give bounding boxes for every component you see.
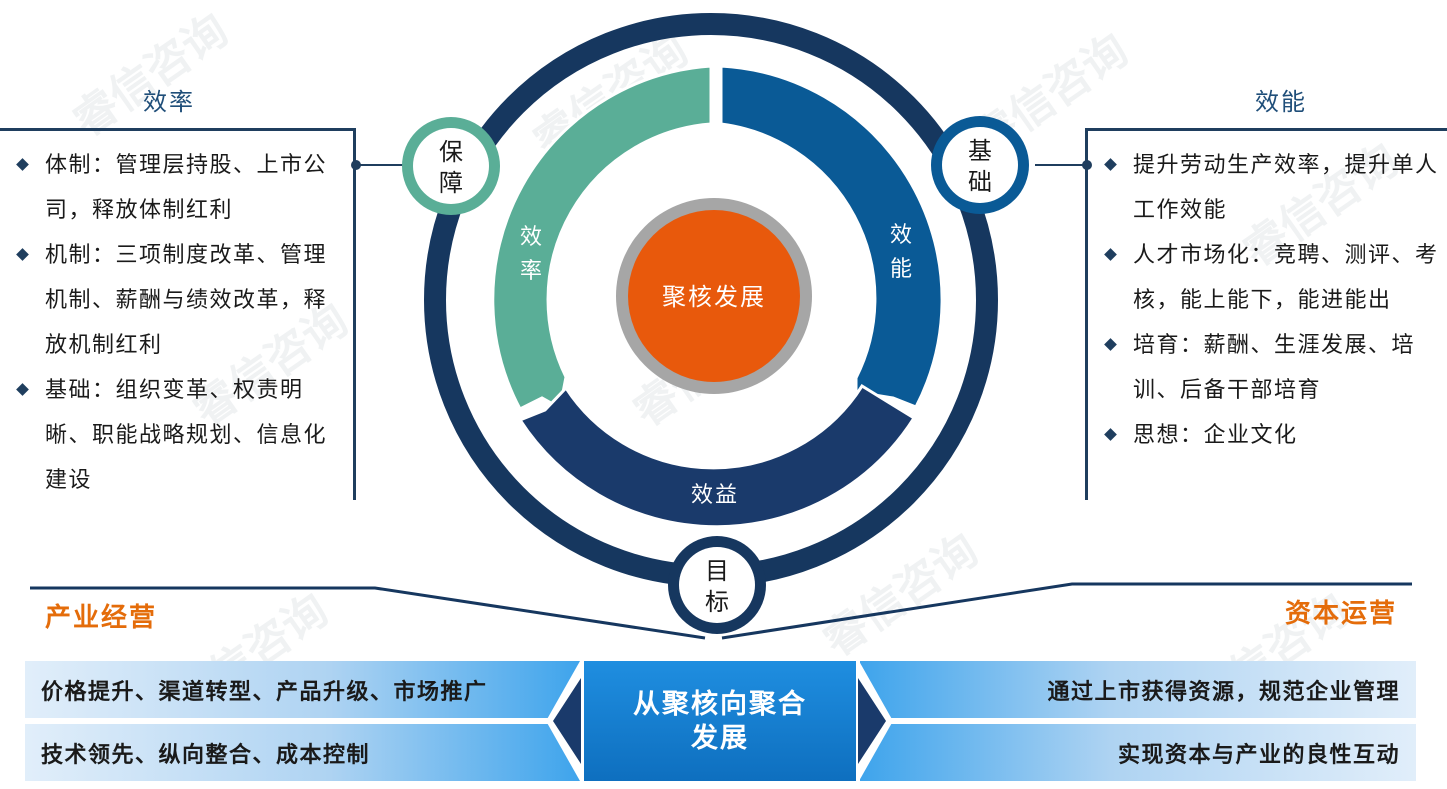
right-bottom-connector — [721, 582, 1412, 640]
right-item-list: 提升劳动生产效率，提升单人工作效能 人才市场化：竞聘、测评、考核，能上能下，能进… — [1088, 131, 1447, 458]
badge-bottom: 目 标 — [668, 536, 766, 634]
center-goal-line-2: 发展 — [691, 723, 749, 754]
blue-arc-segment — [719, 64, 944, 409]
center-goal-line-1: 从聚核向聚合 — [633, 689, 807, 720]
center-label: 聚核发展 — [662, 283, 766, 311]
teal-arc-segment — [491, 64, 713, 411]
right-connector-dot — [1082, 160, 1092, 170]
left-connector-dot — [351, 160, 361, 170]
right-bar: 实现资本与产业的良性互动 — [860, 724, 1416, 781]
left-item-text: 基础：组织变革、权责明晰、职能战略规划、信息化建设 — [45, 378, 328, 493]
arc-left-label-2: 率 — [520, 259, 542, 284]
left-bar-text: 价格提升、渠道转型、产品升级、市场推广 — [41, 678, 488, 705]
left-list-item: 体制：管理层持股、上市公司，释放体制红利 — [0, 143, 353, 233]
left-bottom-connector — [30, 586, 706, 640]
center-goal-box: 从聚核向聚合 发展 — [584, 661, 856, 781]
right-item-text: 思想：企业文化 — [1133, 423, 1298, 448]
right-item-text: 提升劳动生产效率，提升单人工作效能 — [1133, 153, 1439, 223]
right-bar: 通过上市获得资源，规范企业管理 — [860, 661, 1416, 718]
right-bar-text: 实现资本与产业的良性互动 — [1117, 741, 1400, 768]
left-bar: 技术领先、纵向整合、成本控制 — [25, 724, 580, 781]
right-bar-text: 通过上市获得资源，规范企业管理 — [1047, 678, 1400, 705]
left-bar: 价格提升、渠道转型、产品升级、市场推广 — [25, 661, 580, 718]
badge-right-line-2: 础 — [968, 168, 992, 196]
badge-right-line-1: 基 — [968, 137, 992, 165]
right-list-item: 思想：企业文化 — [1088, 413, 1447, 458]
arc-bottom-label: 效益 — [691, 483, 739, 508]
right-bottom-heading: 资本运营 — [1285, 599, 1398, 629]
badge-bottom-line-1: 目 — [705, 557, 729, 585]
left-bar-text: 技术领先、纵向整合、成本控制 — [41, 741, 371, 768]
right-item-text: 人才市场化：竞聘、测评、考核，能上能下，能进能出 — [1133, 243, 1439, 313]
dark-blue-arc-segment — [517, 383, 917, 529]
right-section-title: 效能 — [1255, 88, 1307, 116]
left-item-text: 体制：管理层持股、上市公司，释放体制红利 — [45, 153, 328, 223]
badge-left: 保 障 — [402, 117, 500, 215]
left-item-text: 机制：三项制度改革、管理机制、薪酬与绩效改革，释放机制红利 — [45, 243, 328, 358]
badge-left-line-2: 障 — [439, 169, 463, 197]
arc-right-label-2: 能 — [890, 257, 912, 282]
badge-bottom-line-2: 标 — [705, 588, 729, 616]
left-item-list: 体制：管理层持股、上市公司，释放体制红利 机制：三项制度改革、管理机制、薪酬与绩… — [0, 131, 353, 503]
left-list-item: 基础：组织变革、权责明晰、职能战略规划、信息化建设 — [0, 368, 353, 503]
arc-right-label-1: 效 — [890, 223, 912, 248]
center-circle — [628, 210, 800, 382]
right-list-item: 提升劳动生产效率，提升单人工作效能 — [1088, 143, 1447, 233]
badge-right: 基 础 — [931, 116, 1029, 214]
left-bottom-heading: 产业经营 — [45, 603, 158, 633]
left-panel: 体制：管理层持股、上市公司，释放体制红利 机制：三项制度改革、管理机制、薪酬与绩… — [0, 128, 356, 500]
left-list-item: 机制：三项制度改革、管理机制、薪酬与绩效改革，释放机制红利 — [0, 233, 353, 368]
left-section-title: 效率 — [143, 88, 195, 116]
arc-left-label-1: 效 — [520, 225, 542, 250]
right-list-item: 培育：薪酬、生涯发展、培训、后备干部培育 — [1088, 323, 1447, 413]
right-item-text: 培育：薪酬、生涯发展、培训、后备干部培育 — [1133, 333, 1416, 403]
right-panel: 提升劳动生产效率，提升单人工作效能 人才市场化：竞聘、测评、考核，能上能下，能进… — [1085, 128, 1447, 500]
right-list-item: 人才市场化：竞聘、测评、考核，能上能下，能进能出 — [1088, 233, 1447, 323]
badge-left-line-1: 保 — [439, 138, 463, 166]
